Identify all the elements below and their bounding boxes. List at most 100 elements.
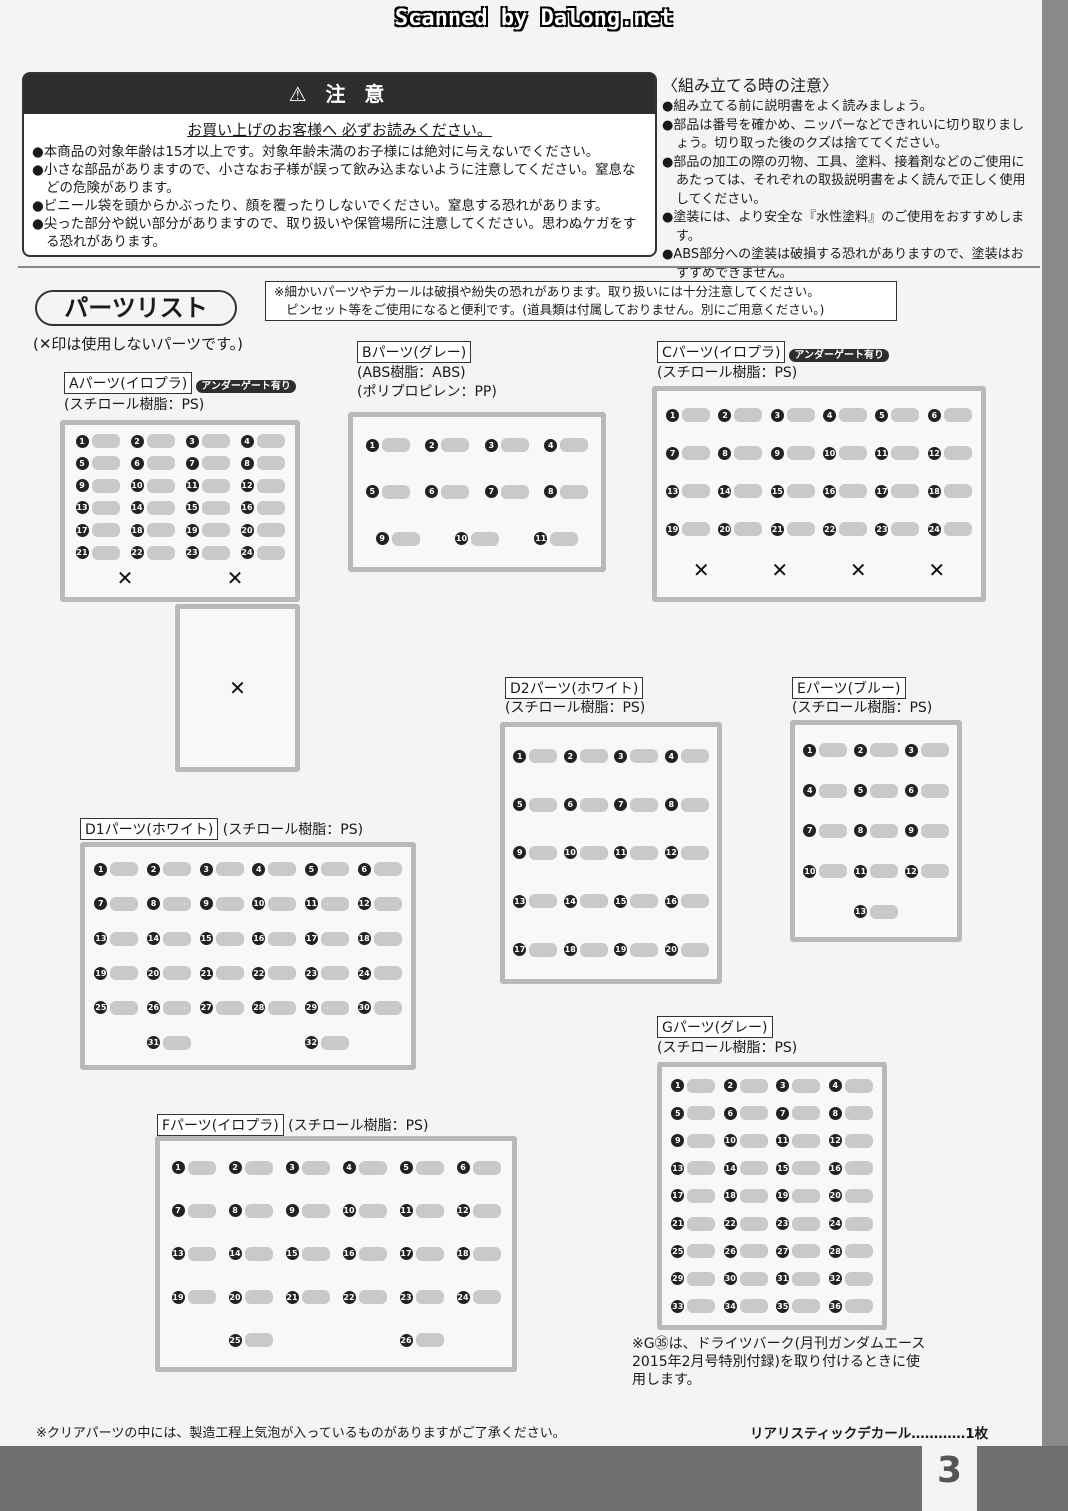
part-number: 10 <box>342 1204 356 1218</box>
part-number: 14 <box>718 484 732 498</box>
part-number: 33 <box>671 1299 685 1313</box>
part-shape <box>472 1290 501 1305</box>
part-number: 24 <box>927 522 941 536</box>
sprue-part: 20 <box>146 966 191 981</box>
part-shape <box>891 484 920 498</box>
part-number: 18 <box>130 523 144 537</box>
part-number: 20 <box>228 1290 242 1304</box>
part-number: 4 <box>252 862 266 876</box>
part-number: 15 <box>770 484 784 498</box>
part-number: 18 <box>456 1247 470 1261</box>
part-number: 9 <box>904 824 918 838</box>
part-shape <box>110 1000 139 1015</box>
part-number: 11 <box>875 446 889 460</box>
sprue-part: 24 <box>456 1290 501 1305</box>
part-shape <box>819 864 848 879</box>
sprue-part: 17 <box>513 942 558 957</box>
caution-title: ⚠ 注 意 <box>24 74 655 114</box>
part-shape <box>268 931 297 946</box>
part-shape <box>630 894 659 909</box>
sprue-b-name: Bパーツ(グレー) <box>357 341 472 363</box>
part-number: 21 <box>770 522 784 536</box>
sprue-part: 23 <box>399 1290 444 1305</box>
part-number: 2 <box>853 743 867 757</box>
part-number: 19 <box>666 522 680 536</box>
part-shape <box>786 484 815 498</box>
unused-x-icon: ✕ <box>849 558 867 582</box>
part-shape <box>943 408 972 422</box>
part-shape <box>301 1203 330 1218</box>
part-number: 7 <box>803 824 817 838</box>
part-shape <box>734 408 763 422</box>
sprue-part: 4 <box>823 408 868 422</box>
part-number: 11 <box>776 1134 790 1148</box>
part-shape <box>844 1188 873 1203</box>
part-shape <box>739 1216 768 1231</box>
sprue-part: 10 <box>342 1203 387 1218</box>
part-number: 4 <box>240 434 254 448</box>
part-number: 4 <box>823 408 837 422</box>
part-number: 22 <box>342 1290 356 1304</box>
parts-note-line: ピンセット等をご使用になると便利です。(道具類は付属しておりません。別にご用意く… <box>286 302 825 317</box>
part-number: 10 <box>723 1134 737 1148</box>
sprue-f-material: (スチロール樹脂：PS) <box>288 1118 429 1134</box>
sprue-part: 19 <box>776 1188 821 1203</box>
parts-list-title: パーツリスト <box>35 290 237 326</box>
part-number: 8 <box>718 446 732 460</box>
part-number: 9 <box>770 446 784 460</box>
part-number: 2 <box>130 434 144 448</box>
part-shape <box>373 931 402 946</box>
parts-note-line: ※細かいパーツやデカールは破損や紛失の恐れがあります。取り扱いには十分注意してく… <box>274 284 820 299</box>
sprue-part: 22 <box>723 1216 768 1231</box>
part-shape <box>256 434 285 449</box>
sprue-a-name: Aパーツ(イロプラ) <box>64 372 193 394</box>
sprue-part: 3 <box>484 438 529 453</box>
sprue-part: 19 <box>185 523 230 538</box>
part-number: 17 <box>75 523 89 537</box>
part-shape <box>792 1271 821 1286</box>
part-number: 18 <box>357 932 371 946</box>
part-shape <box>244 1333 273 1348</box>
part-number: 10 <box>130 479 144 493</box>
sprue-part: 2 <box>853 743 898 758</box>
sprue-b-material: (ABS樹脂：ABS) <box>357 365 466 381</box>
part-number: 13 <box>75 501 89 515</box>
sprue-part: 14 <box>130 500 175 515</box>
sprue-part: 22 <box>342 1290 387 1305</box>
assembly-item: ●部品の加工の際の刃物、工具、塗料、接着剤などのご使用にあたっては、それぞれの取… <box>662 154 1026 207</box>
part-shape <box>215 862 244 877</box>
part-number: 19 <box>776 1189 790 1203</box>
part-number: 5 <box>365 485 379 499</box>
part-shape <box>244 1290 273 1305</box>
sprue-part: 21 <box>199 966 244 981</box>
part-shape <box>844 1161 873 1176</box>
part-number: 8 <box>240 456 254 470</box>
part-number: 20 <box>718 522 732 536</box>
sprue-e-label: Eパーツ(ブルー) <box>792 677 906 699</box>
part-shape <box>162 966 191 981</box>
sprue-part: 4 <box>240 434 285 449</box>
sprue-part: 32 <box>305 1035 349 1050</box>
sprue-part: 1 <box>671 1078 716 1093</box>
sprue-part: 12 <box>828 1133 873 1148</box>
sprue-part: 9 <box>75 478 120 493</box>
part-shape <box>110 931 139 946</box>
sprue-part: 3 <box>770 408 815 422</box>
assembly-item: ●塗装には、より安全な『水性塗料』のご使用をおすすめします。 <box>662 210 1025 244</box>
part-shape <box>110 862 139 877</box>
sprue-d2-material: (スチロール樹脂：PS) <box>505 700 646 716</box>
part-shape <box>256 500 285 515</box>
sprue-part: 28 <box>252 1000 297 1015</box>
part-number: 16 <box>828 1161 842 1175</box>
part-shape <box>358 1203 387 1218</box>
sprue-part: 15 <box>770 484 815 498</box>
part-number: 8 <box>228 1204 242 1218</box>
part-number: 23 <box>185 546 199 560</box>
part-shape <box>687 1244 716 1259</box>
part-shape <box>201 434 230 449</box>
part-number: 8 <box>828 1106 842 1120</box>
part-shape <box>920 864 949 879</box>
sprue-part: 19 <box>171 1290 216 1305</box>
sprue-part: 35 <box>776 1299 821 1314</box>
